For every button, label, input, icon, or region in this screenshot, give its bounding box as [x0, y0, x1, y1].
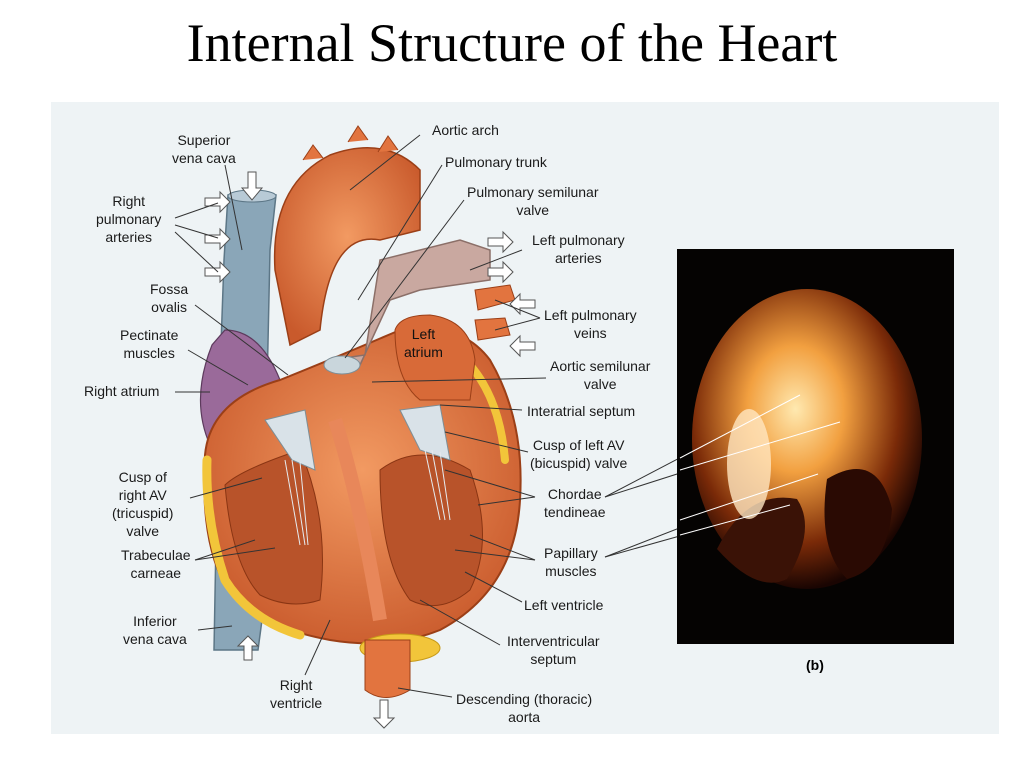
- label-left-pulmonary-veins: Left pulmonary veins: [544, 307, 637, 341]
- label-aortic-semilunar-valve: Aortic semilunar valve: [550, 358, 651, 392]
- label-pulmonary-trunk: Pulmonary trunk: [445, 154, 547, 170]
- label-inferior-vena-cava: Inferior vena cava: [123, 613, 187, 647]
- figure-label-b: (b): [806, 657, 824, 673]
- label-right-pulmonary-arteries: Right pulmonary arteries: [96, 193, 162, 245]
- label-descending-aorta: Descending (thoracic) aorta: [456, 691, 593, 725]
- aortic-arch: [273, 125, 421, 347]
- label-chordae-tendineae: Chordae tendineae: [544, 486, 606, 520]
- label-left-ventricle: Left ventricle: [524, 597, 604, 613]
- photo-illustration: [677, 249, 954, 644]
- label-pulmonary-semilunar-valve: Pulmonary semilunar valve: [467, 184, 599, 218]
- label-left-atrium: Left atrium: [404, 326, 443, 360]
- label-interatrial-septum: Interatrial septum: [527, 403, 636, 419]
- label-interventricular-septum: Interventricular septum: [507, 633, 600, 667]
- label-fossa-ovalis: Fossa ovalis: [150, 281, 189, 315]
- label-left-pulmonary-arteries: Left pulmonary arteries: [532, 232, 625, 266]
- pulmonary-trunk: [323, 239, 491, 375]
- left-atrium: [394, 284, 516, 401]
- label-cusp-left-av: Cusp of left AV (bicuspid) valve: [530, 437, 628, 471]
- label-aortic-arch: Aortic arch: [432, 122, 499, 138]
- label-superior-vena-cava: Superior vena cava: [172, 132, 236, 166]
- label-right-ventricle: Right ventricle: [270, 677, 323, 711]
- label-papillary-muscles: Papillary muscles: [544, 545, 598, 579]
- label-right-atrium: Right atrium: [84, 383, 160, 399]
- heart-photo: [677, 249, 954, 644]
- label-cusp-right-av: Cusp of right AV (tricuspid) valve: [112, 469, 174, 539]
- slide-title: Internal Structure of the Heart: [186, 13, 838, 73]
- heart-body: [202, 327, 522, 663]
- label-trabeculae-carneae: Trabeculae carneae: [121, 547, 191, 581]
- label-pectinate-muscles: Pectinate muscles: [120, 327, 179, 361]
- valves: [264, 404, 451, 546]
